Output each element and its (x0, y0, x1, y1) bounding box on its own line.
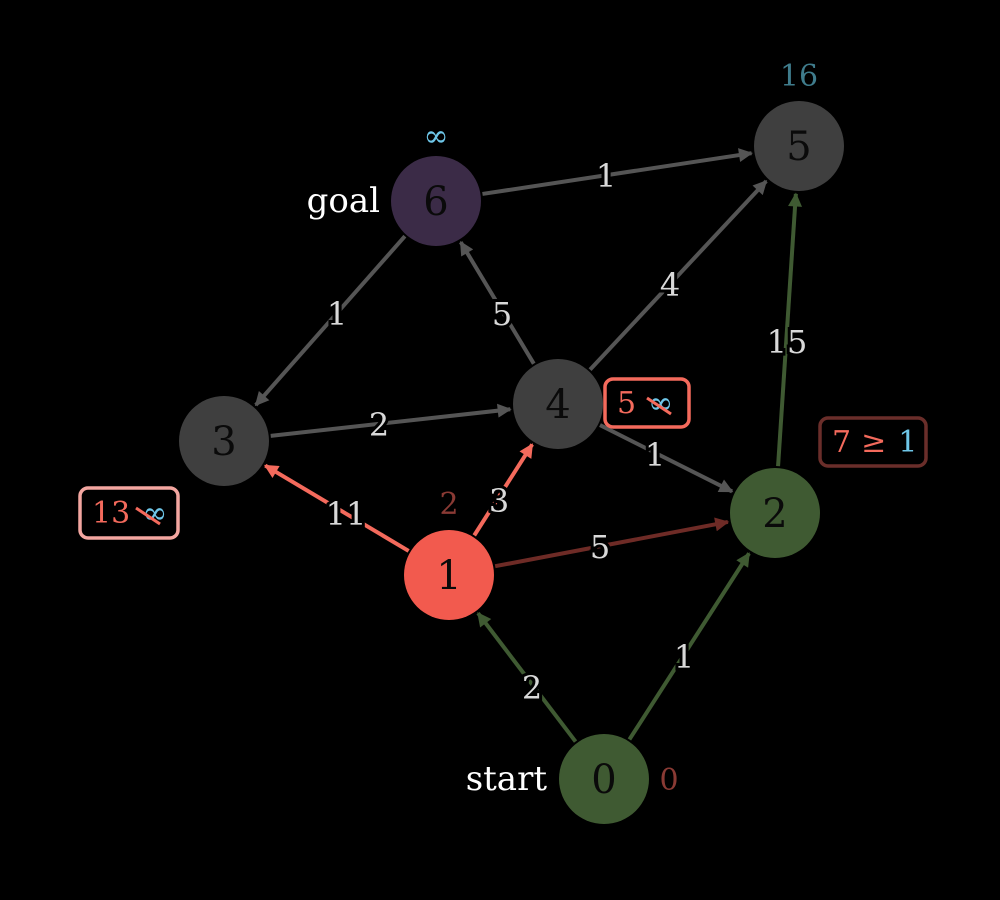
goal-label: goal (307, 181, 380, 221)
edge-4-to-2 (599, 423, 734, 494)
new-distance: 13 (92, 496, 130, 531)
edge-weight-0-2: 1 (674, 638, 694, 676)
node-circle (559, 734, 649, 824)
edge-weight-1-4: 3 (489, 482, 509, 520)
edge-0-to-2 (627, 552, 751, 741)
new-distance: 5 (617, 386, 636, 421)
edge-weight-1-2: 5 (590, 528, 610, 566)
edge-weight-6-5: 1 (596, 157, 616, 195)
edge-weight-1-3: 11 (326, 495, 367, 533)
node-label: 2 (762, 491, 787, 537)
edge-weight-4-2: 1 (645, 436, 665, 474)
node-circle (179, 396, 269, 486)
node-2: 2 (730, 468, 820, 558)
relaxation-box-text: 13∞ (92, 496, 167, 531)
relaxation-box-border (603, 377, 691, 429)
node-label: 5 (786, 124, 811, 170)
start-label: start (466, 759, 548, 799)
node-1: 1 (404, 530, 494, 620)
node-label: 4 (545, 382, 570, 428)
relaxation-box-border (78, 486, 180, 540)
relaxation-box-text: 7 ≥1 (832, 425, 917, 460)
distance-label-node-0: 0 (659, 763, 678, 798)
node-circle (754, 101, 844, 191)
edge-weight-6-3: 1 (327, 295, 347, 333)
node-6: 6 (391, 156, 481, 246)
edge-weight-0-1: 2 (522, 669, 542, 707)
edge-weight-4-6: 5 (492, 295, 512, 333)
edge-4-to-5 (588, 179, 768, 372)
edge-6-to-5 (482, 148, 753, 196)
edges-layer (254, 148, 803, 743)
old-distance: 1 (898, 425, 917, 460)
distance-label-node-6: ∞ (424, 119, 449, 154)
relaxation-box-border (818, 416, 928, 468)
old-distance: ∞ (648, 386, 673, 421)
relaxation-box-node-3: 13∞ (78, 486, 180, 540)
relaxation-box-node-4: 5∞ (603, 377, 691, 429)
edge-1-to-4 (472, 443, 534, 537)
node-0: 0 (559, 734, 649, 824)
node-5: 5 (754, 101, 844, 191)
edge-4-to-6 (459, 240, 536, 365)
relaxation-box-node-2: 7 ≥1 (818, 416, 928, 468)
node-label: 3 (211, 419, 236, 465)
edge-3-to-4 (270, 403, 512, 438)
relaxation-box-text: 5∞ (617, 386, 673, 421)
node-label: 6 (423, 179, 448, 225)
node-circle (730, 468, 820, 558)
node-circle (391, 156, 481, 246)
distance-label-node-5: 16 (780, 59, 818, 94)
node-label: 1 (436, 553, 461, 599)
edge-weight-3-4: 2 (369, 406, 389, 444)
edge-6-to-3 (254, 234, 407, 407)
edge-2-to-5 (776, 192, 803, 467)
strike-through (646, 396, 672, 416)
edge-1-to-2 (494, 517, 730, 569)
distance-label-node-1: 2 (439, 487, 458, 522)
node-3: 3 (179, 396, 269, 486)
edge-weight-2-5: 15 (767, 323, 808, 361)
edge-1-to-3 (264, 463, 410, 553)
new-distance: 7 (832, 425, 851, 460)
node-4: 4 (513, 359, 603, 449)
edge-weight-4-5: 4 (660, 266, 680, 304)
comparison-operator: ≥ (861, 425, 886, 460)
node-label: 0 (591, 757, 616, 803)
strike-through (135, 506, 161, 526)
edge-0-to-1 (476, 612, 578, 743)
node-circle (404, 530, 494, 620)
node-circle (513, 359, 603, 449)
